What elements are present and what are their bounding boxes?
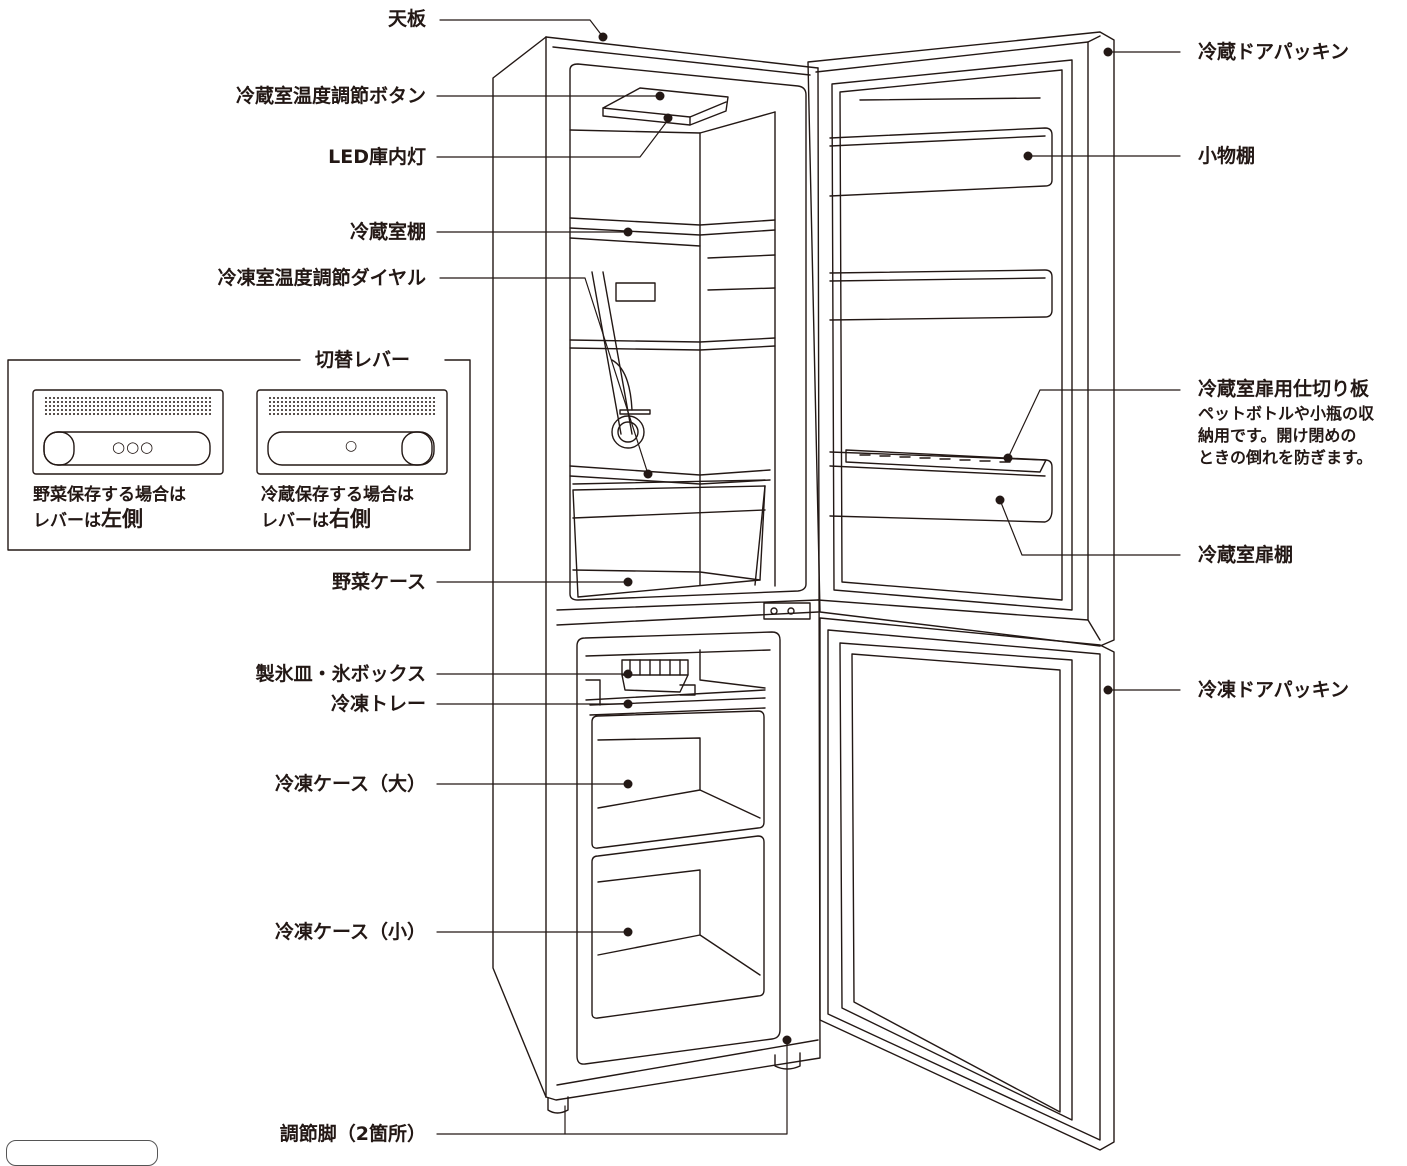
- label-reizo-button: 冷蔵室温度調節ボタン: [235, 85, 426, 107]
- fridge-body: [492, 36, 821, 1114]
- label-tenban: 天板: [387, 8, 426, 30]
- callout-lines: [436, 19, 1181, 1135]
- caption-left-1: 野菜保存する場合は: [33, 485, 186, 505]
- label-reito-case-small: 冷凍ケース（小）: [274, 921, 426, 943]
- label-reito-door-packing: 冷凍ドアパッキン: [1198, 679, 1350, 701]
- fridge-compartment: [569, 63, 807, 601]
- note-shikiri-3: ときの倒れを防ぎます。: [1198, 448, 1373, 467]
- label-reito-tray: 冷凍トレー: [330, 693, 426, 715]
- label-reizo-tana: 冷蔵室棚: [349, 221, 426, 243]
- page-tab-outline: [6, 1140, 158, 1166]
- label-reizo-door-packing: 冷蔵ドアパッキン: [1198, 41, 1350, 63]
- fridge-door: [807, 31, 1115, 647]
- label-reito-case-large: 冷凍ケース（大）: [274, 773, 426, 795]
- label-led: LED庫内灯: [328, 146, 426, 168]
- label-kirikae: 切替レバー: [305, 349, 421, 371]
- note-shikiri-2: 納用です。開け閉めの: [1198, 426, 1357, 445]
- caption-right-2: レバーは右側: [261, 507, 371, 532]
- label-shikiri: 冷蔵室扉用仕切り板: [1198, 378, 1370, 400]
- caption-right-1: 冷蔵保存する場合は: [261, 485, 414, 505]
- label-leg: 調節脚（2箇所）: [279, 1123, 426, 1145]
- label-komono: 小物棚: [1198, 145, 1256, 167]
- freezer-door: [819, 617, 1115, 1151]
- drops-left: ○○○: [112, 438, 155, 456]
- freezer-compartment: [576, 631, 781, 1065]
- label-yasai-case: 野菜ケース: [331, 571, 426, 593]
- label-tobira-tana: 冷蔵室扉棚: [1198, 544, 1294, 566]
- drops-right: ○: [345, 438, 358, 454]
- caption-left-2: レバーは左側: [33, 507, 143, 532]
- label-seihyo: 製氷皿・氷ボックス: [255, 663, 426, 685]
- lever-legend-box: [7, 359, 471, 551]
- speaker-dots: [45, 397, 435, 415]
- note-shikiri-1: ペットボトルや小瓶の収: [1198, 404, 1375, 423]
- callout-dots: [598, 32, 1113, 1045]
- label-reito-dial: 冷凍室温度調節ダイヤル: [217, 267, 426, 289]
